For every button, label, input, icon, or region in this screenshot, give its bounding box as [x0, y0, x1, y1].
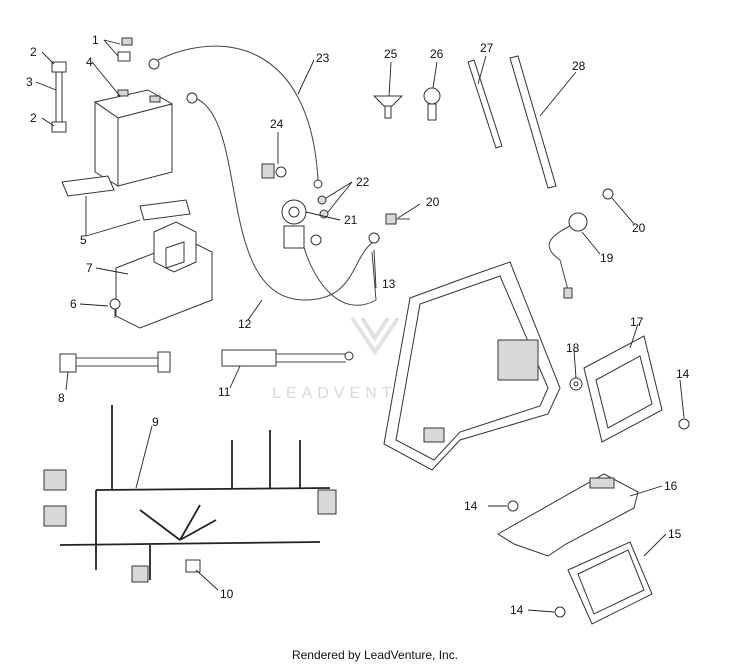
part-15-module: [567, 541, 653, 625]
part-16-bracket: [497, 473, 639, 557]
callout-7: 7: [86, 261, 93, 275]
part-2-3-battery-strap: [51, 61, 67, 133]
leader-lines: [35, 39, 685, 613]
callout-16: 16: [664, 479, 678, 493]
footer-credit: Rendered by LeadVenture, Inc.: [291, 648, 459, 662]
callout-2: 2: [30, 45, 37, 59]
callout-23: 23: [316, 51, 330, 65]
part-8-harness: [59, 351, 171, 373]
part-18-grommet: [569, 377, 583, 391]
callout-14c: 14: [510, 603, 524, 617]
part-25-clip: [372, 95, 404, 119]
callout-6: 6: [70, 297, 77, 311]
callout-22: 22: [356, 175, 370, 189]
callout-25: 25: [384, 47, 398, 61]
part-17-control-module: [583, 335, 663, 443]
part-6-push-rivet: [109, 298, 121, 318]
callout-20a: 20: [426, 195, 440, 209]
callout-9: 9: [152, 415, 159, 429]
callout-14b: 14: [464, 499, 478, 513]
callout-5: 5: [80, 233, 87, 247]
part-5-battery-pads: [61, 175, 191, 221]
part-10-connector: [185, 559, 201, 573]
callout-15: 15: [668, 527, 682, 541]
part-28-cable-tie: [509, 55, 557, 189]
part-22-nuts: [317, 195, 329, 219]
part-19-sensor: [548, 212, 588, 299]
mounting-plate: [383, 261, 561, 471]
part-12-cable: [194, 97, 381, 301]
callout-24: 24: [270, 117, 284, 131]
part-21-starter-solenoid: [281, 199, 307, 249]
part-23-cable: [157, 45, 319, 181]
callout-8: 8: [58, 391, 65, 405]
callout-14a: 14: [676, 367, 690, 381]
part-20-screw: [385, 188, 614, 225]
callout-13: 13: [382, 277, 396, 291]
callout-20b: 20: [632, 221, 646, 235]
callout-19: 19: [600, 251, 614, 265]
cable-ring-terminals: [148, 58, 380, 246]
part-1-terminal-hardware: [117, 37, 133, 62]
callout-27: 27: [480, 41, 494, 55]
part-9-main-harness: [43, 405, 337, 583]
callout-3: 3: [26, 75, 33, 89]
part-27-cable-tie: [467, 59, 503, 149]
callout-1: 1: [92, 33, 99, 47]
part-13-cable: [299, 231, 377, 306]
part-14-screws: [507, 418, 690, 618]
callout-labels: 1 2 3 2 4 5 6 7 8 9 10 11 12 13 14 14 14…: [26, 33, 690, 617]
part-4-battery: [93, 89, 174, 187]
part-7-battery-bracket: [115, 221, 213, 329]
callout-12: 12: [238, 317, 252, 331]
callout-2b: 2: [30, 111, 37, 125]
callout-18: 18: [566, 341, 580, 355]
callout-17: 17: [630, 315, 644, 329]
callout-28: 28: [572, 59, 586, 73]
callout-10: 10: [220, 587, 234, 601]
callout-4: 4: [86, 55, 93, 69]
part-24-bolt: [261, 163, 287, 179]
part-26-clip: [423, 87, 441, 121]
callout-11: 11: [218, 385, 231, 399]
callout-26: 26: [430, 47, 444, 61]
part-11-cable: [221, 349, 354, 367]
callout-21: 21: [344, 213, 358, 227]
